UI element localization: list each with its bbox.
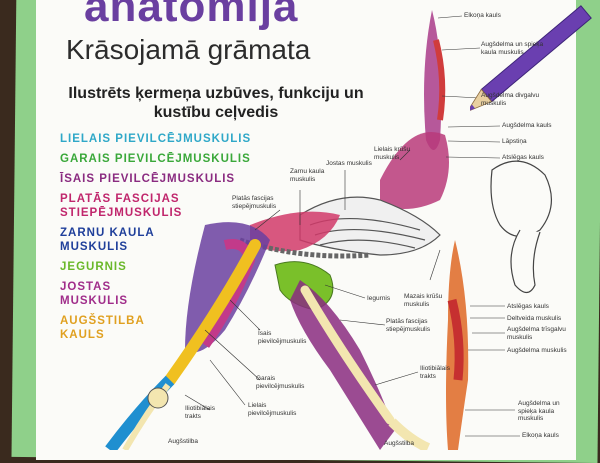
label-clavicle-top: Atslēgas kauls bbox=[502, 154, 544, 161]
label-tfl: Platās fascijas stiepējmuskulis bbox=[386, 318, 431, 333]
colored-pencil bbox=[470, 5, 592, 113]
label-elbow-bone-top: Elkoņa kauls bbox=[464, 12, 501, 19]
femur-left bbox=[164, 239, 261, 386]
label-it-band-left: Iliotibiālais trakts bbox=[185, 405, 215, 420]
thigh-muscle-right bbox=[290, 280, 395, 450]
label-psoas: Jostas muskulis bbox=[326, 160, 372, 167]
legend-item: ĪSAIS PIEVILCĒJMUSKULIS bbox=[60, 173, 236, 185]
forearm-muscle bbox=[433, 39, 446, 121]
book-title: anatomija bbox=[84, 0, 299, 31]
label-clavicle: Atslēgas kauls bbox=[507, 303, 549, 310]
label-it-band-right: Iliotibiālais trakts bbox=[420, 365, 450, 380]
label-triceps: Augšdelma trīsgalvu muskulis bbox=[507, 326, 566, 341]
label-brachialis: Augšdelma muskulis bbox=[507, 347, 567, 354]
label-tfl-top: Platās fascijas stiepējmuskulis bbox=[232, 195, 277, 210]
lower-arm-red bbox=[447, 298, 464, 381]
label-iliacus: Zarnu kaula muskulis bbox=[290, 168, 325, 183]
legend-item: GARAIS PIEVILCĒJMUSKULIS bbox=[60, 153, 251, 165]
label-biceps: Augšdelma divgalvu muskulis bbox=[481, 92, 540, 107]
ribcage bbox=[299, 196, 441, 256]
pectoral-muscle bbox=[380, 132, 449, 209]
legend-item: LIELAIS PIEVILCĒJMUSKULIS bbox=[60, 133, 252, 145]
label-adductor-magnus: Lielais pievilcējmuskulis bbox=[248, 402, 297, 417]
legend-item: AUGŠSTILBA KAULS bbox=[60, 315, 145, 341]
knee-right bbox=[388, 418, 431, 450]
legend-item: PLATĀS FASCIJAS STIEPĒJMUSKULIS bbox=[60, 193, 183, 219]
label-pectoralis-major: Lielais krūšu muskulis bbox=[374, 146, 411, 161]
label-humerus: Augšdelma kauls bbox=[502, 122, 552, 129]
head bbox=[490, 160, 552, 237]
upper-arm-muscle bbox=[424, 10, 442, 150]
label-pelvis: Iegurnis bbox=[367, 295, 391, 302]
legend-item: JEGURNIS bbox=[60, 261, 127, 273]
muscle-legend: LIELAIS PIEVILCĒJMUSKULIS GARAIS PIEVILC… bbox=[60, 132, 280, 348]
label-scapula: Lāpstiņa bbox=[502, 138, 527, 145]
legend-item: ZARNU KAULA MUSKULIS bbox=[60, 227, 155, 253]
torso-muscle bbox=[250, 211, 340, 252]
hair bbox=[510, 229, 541, 294]
label-pectoralis-minor: Mazais krūšu muskulis bbox=[404, 293, 443, 308]
book-tagline: Ilustrēts ķermeņa uzbūves, funkciju un k… bbox=[68, 85, 364, 121]
label-femur-right: Augšstilba bbox=[384, 440, 414, 447]
legend-item: JOSTAS MUSKULIS bbox=[60, 281, 129, 307]
book-subtitle: Krāsojamā grāmata bbox=[66, 34, 311, 65]
knee-left bbox=[147, 387, 169, 409]
label-adductor-longus: Garais pievilcējmuskulis bbox=[256, 375, 305, 390]
label-brachioradialis: Augšdelma un spieķa kaula muskulis bbox=[518, 400, 560, 422]
label-adductor-brevis: Īsais pievilcējmuskulis bbox=[258, 330, 307, 345]
label-elbow-bone: Elkoņa kauls bbox=[522, 432, 559, 439]
label-brachioradialis-top: Augšdelma un spieķa kaula muskulis bbox=[481, 41, 544, 56]
label-femur-left: Augšstilba bbox=[168, 438, 198, 445]
femur-right bbox=[300, 285, 395, 425]
label-deltoid: Deltveida muskulis bbox=[507, 315, 562, 322]
anatomy-illustration bbox=[105, 10, 552, 450]
